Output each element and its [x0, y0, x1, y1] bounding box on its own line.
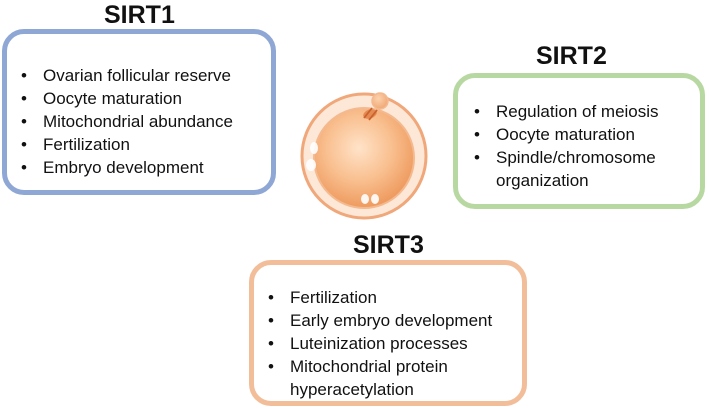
list-item: • Luteinization processes	[266, 332, 522, 355]
list-item: • Fertilization	[19, 133, 271, 156]
bullet: •	[21, 89, 27, 108]
bullet: •	[268, 357, 274, 376]
list-item: • Mitochondrial protein hyperacetylation	[266, 355, 522, 401]
list-item-text: Oocyte maturation	[496, 125, 635, 144]
list-item: • Mitochondrial abundance	[19, 110, 271, 133]
list-item: • Embryo development	[19, 156, 271, 179]
spindle	[363, 109, 377, 119]
granule	[310, 142, 318, 154]
list-item: • Early embryo development	[266, 309, 522, 332]
sirt1-title: SIRT1	[104, 1, 175, 29]
sirt3-box: • Fertilization • Early embryo development…	[249, 260, 527, 406]
bullet: •	[21, 158, 27, 177]
cytoplasm	[313, 107, 415, 209]
sirt2-box: • Regulation of meiosis • Oocyte maturatio…	[453, 73, 705, 209]
list-item-text: Fertilization	[290, 288, 377, 307]
polar-body	[371, 92, 389, 110]
sirt2-list: • Regulation of meiosis • Oocyte maturatio…	[472, 100, 700, 192]
list-item-text: Spindle/chromosome organization	[496, 148, 656, 190]
bullet: •	[474, 125, 480, 144]
sirt3-list: • Fertilization • Early embryo development…	[266, 286, 522, 401]
bullet: •	[268, 288, 274, 307]
list-item: • Ovarian follicular reserve	[19, 64, 271, 87]
list-item-text: Embryo development	[43, 158, 204, 177]
sirt2-title: SIRT2	[536, 42, 607, 70]
list-item: • Fertilization	[266, 286, 522, 309]
bullet: •	[21, 135, 27, 154]
list-item-text: Mitochondrial protein hyperacetylation	[290, 357, 448, 399]
granule	[371, 194, 379, 204]
bullet: •	[474, 148, 480, 167]
chromosome	[368, 109, 378, 121]
granule	[361, 194, 369, 204]
sirt1-list: • Ovarian follicular reserve • Oocyte matu…	[19, 64, 271, 179]
list-item-text: Fertilization	[43, 135, 130, 154]
bullet: •	[268, 334, 274, 353]
bullet: •	[21, 112, 27, 131]
list-item-text: Mitochondrial abundance	[43, 112, 233, 131]
list-item-text: Early embryo development	[290, 311, 493, 330]
oocyte-icon	[300, 92, 428, 220]
list-item: • Oocyte maturation	[472, 123, 700, 146]
list-item-text: Oocyte maturation	[43, 89, 182, 108]
list-item: • Spindle/chromosome organization	[472, 146, 700, 192]
sirt3-title: SIRT3	[353, 231, 424, 259]
list-item-text: Ovarian follicular reserve	[43, 66, 232, 85]
granule	[306, 159, 316, 171]
bullet: •	[268, 311, 274, 330]
chromosome	[363, 107, 373, 119]
bullet: •	[474, 102, 480, 121]
list-item: • Regulation of meiosis	[472, 100, 700, 123]
list-item-text: Luteinization processes	[290, 334, 468, 353]
bullet: •	[21, 66, 27, 85]
list-item: • Oocyte maturation	[19, 87, 271, 110]
sirt1-box: • Ovarian follicular reserve • Oocyte matu…	[2, 29, 276, 195]
list-item-text: Regulation of meiosis	[496, 102, 659, 121]
